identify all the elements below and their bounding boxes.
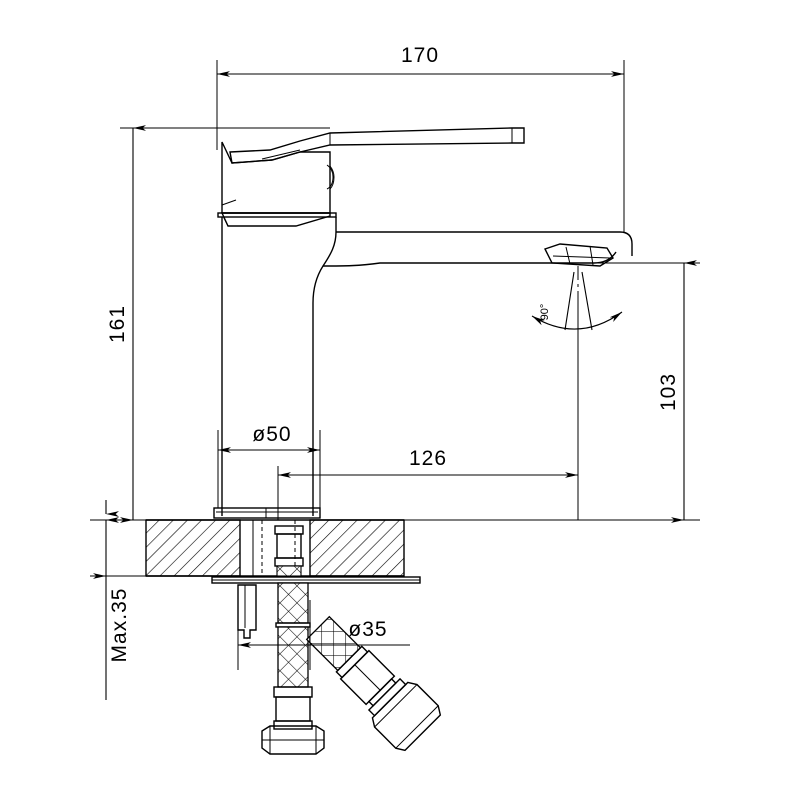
spout [217,127,525,227]
dimension-label-126: 126 [409,447,447,470]
mounting-shank [211,520,421,639]
dimension-170: 170 [216,44,625,232]
aerator [544,243,614,267]
dimension-126: 126 [277,300,579,520]
dimension-label-max35: Max.35 [108,588,131,663]
dimension-label-161: 161 [106,305,129,343]
branch-hose [305,615,442,752]
flexible-hose [261,582,325,755]
dimension-swivel-angle: 90° [531,266,623,360]
dimension-103: 103 [404,260,700,523]
dimension-label-d35: ø35 [348,618,387,641]
dimension-d35: ø35 [237,600,410,670]
dimension-label-170: 170 [401,44,439,67]
dimension-max35: Max.35 [90,500,146,700]
dimension-label-103: 103 [657,373,680,411]
faucet-body [221,217,633,516]
hose-nut [261,725,325,755]
dimension-d50: ø50 [217,423,321,508]
base-escutcheon [213,507,321,519]
dimension-label-90deg: 90° [539,304,551,321]
countertop [145,519,405,577]
fixing-nut [237,584,257,639]
dimension-label-d50: ø50 [252,423,291,446]
